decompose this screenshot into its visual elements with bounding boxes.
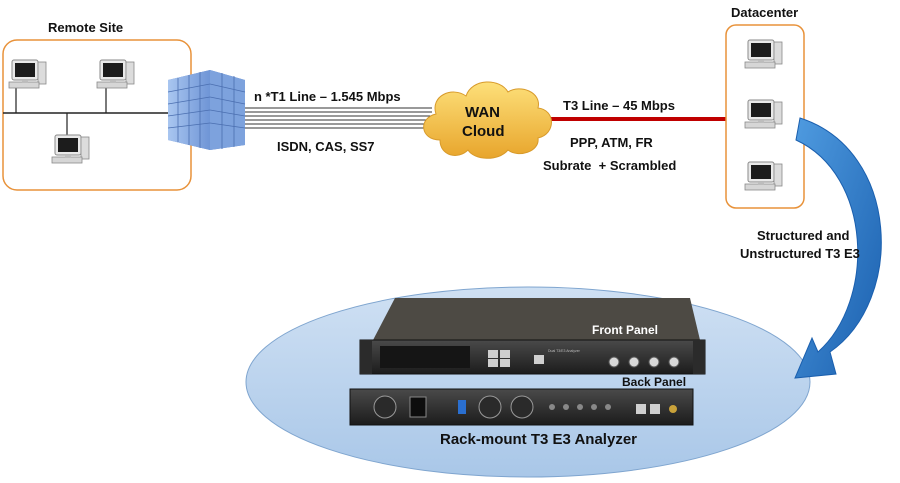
- t3-protocols-label: PPP, ATM, FR: [570, 135, 653, 150]
- device-caption: Rack-mount T3 E3 Analyzer: [440, 431, 637, 448]
- t1-line-bundle: [245, 107, 432, 129]
- rack-unit-back-icon: [349, 388, 694, 426]
- desktop-computer-icon: [8, 59, 47, 89]
- curved-arrow-icon: [794, 117, 882, 379]
- device-model-text: Dual T3/E3 Analyzer: [548, 349, 581, 353]
- wan-cloud-line1: WAN: [465, 104, 500, 121]
- datacenter-title: Datacenter: [731, 5, 798, 20]
- wan-cloud-icon: [423, 81, 552, 159]
- t1-protocols-label: ISDN, CAS, SS7: [277, 139, 375, 154]
- arrow-caption-line2: Unstructured T3 E3: [740, 246, 860, 261]
- office-building-icon: [167, 70, 246, 150]
- back-panel-label: Back Panel: [622, 375, 686, 389]
- remote-site-title: Remote Site: [48, 20, 123, 35]
- desktop-computer-icon: [744, 161, 783, 191]
- desktop-computer-icon: [744, 99, 783, 129]
- front-panel-label: Front Panel: [592, 323, 658, 337]
- rack-unit-front-icon: [359, 298, 706, 375]
- desktop-computer-icon: [96, 59, 135, 89]
- t3-modes-label: Subrate + Scrambled: [543, 158, 676, 173]
- arrow-caption-line1: Structured and: [757, 228, 850, 243]
- desktop-computer-icon: [51, 134, 90, 164]
- wan-cloud-line2: Cloud: [462, 123, 505, 140]
- t1-line-label: n *T1 Line – 1.545 Mbps: [254, 89, 401, 104]
- desktop-computer-icon: [744, 39, 783, 69]
- t3-line-label: T3 Line – 45 Mbps: [563, 98, 675, 113]
